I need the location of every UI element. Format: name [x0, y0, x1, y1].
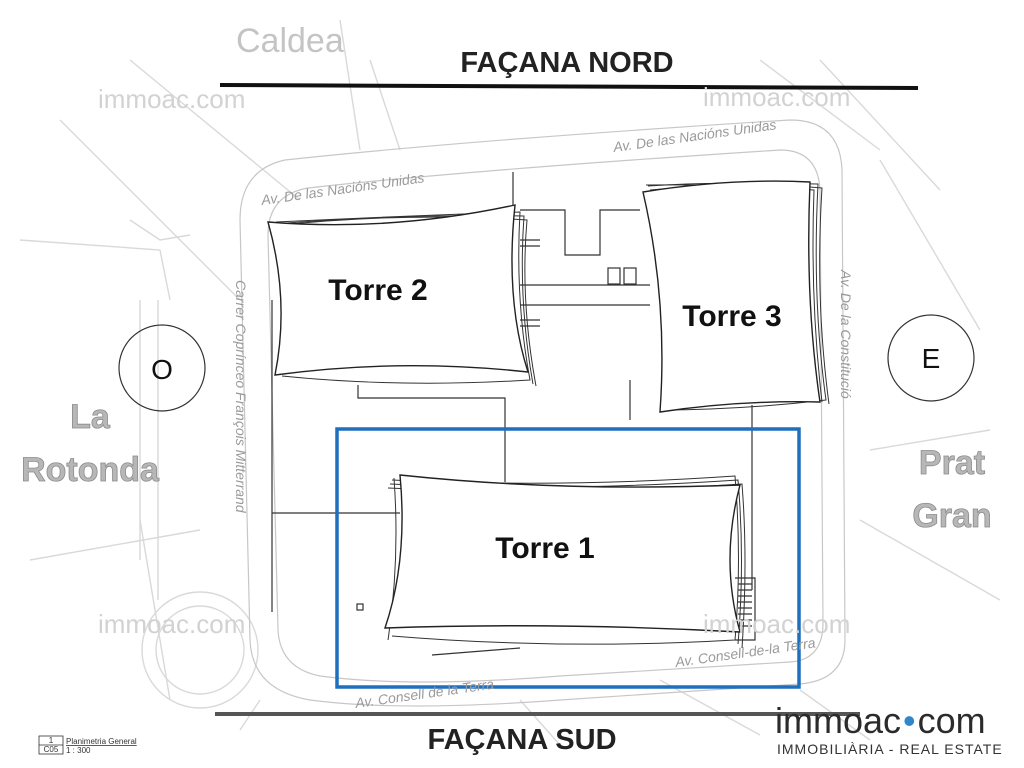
watermark-top-right: immoac.com — [703, 82, 850, 112]
selection-highlight — [335, 427, 801, 689]
legend-sheet: C05 — [44, 745, 59, 754]
watermark-bottom-left: immoac.com — [98, 609, 245, 639]
legend-number: 1 — [49, 736, 54, 745]
compass-east-label: E — [922, 343, 941, 374]
compass-west: O — [118, 324, 206, 412]
tower-3-footprint — [642, 180, 830, 413]
tower-2-label: Torre 2 — [328, 274, 427, 307]
street-north-2: Av. De las Nacións Unidas — [611, 116, 777, 155]
district-north: Caldea — [236, 22, 344, 60]
logo-text: immoac•com — [775, 700, 986, 741]
district-west-line1: La — [70, 398, 111, 436]
north-facade-line — [219, 83, 919, 90]
legend-title: Planimetria General — [66, 737, 137, 746]
logo-tagline: IMMOBILIÀRIA - REAL ESTATE — [777, 741, 1003, 757]
immoac-logo: immoac•com IMMOBILIÀRIA - REAL ESTATE — [775, 700, 1003, 757]
street-west: Carrer Coprínceo François Mitterrand — [233, 280, 249, 514]
compass-west-label: O — [151, 354, 173, 385]
drawing-legend: 1 C05 Planimetria General 1 : 300 — [38, 735, 137, 755]
tower-1-footprint — [384, 474, 746, 649]
north-facade-label: FAÇANA NORD — [460, 47, 673, 79]
south-facade-label: FAÇANA SUD — [427, 724, 616, 756]
district-east-line2: Gran — [912, 497, 991, 535]
base-map — [19, 19, 1001, 746]
street-north-1: Av. De las Nacións Unidas — [259, 169, 425, 208]
watermark-top-left: immoac.com — [98, 84, 245, 114]
tower-2-footprint — [267, 204, 537, 387]
legend-scale: 1 : 300 — [66, 746, 91, 755]
watermark-bottom-right: immoac.com — [703, 609, 850, 639]
street-east: Av. De la Constitució — [838, 269, 854, 399]
compass-east: E — [887, 314, 975, 402]
plot-lines — [271, 172, 756, 656]
tower-3-label: Torre 3 — [682, 300, 781, 333]
tower-1-label: Torre 1 — [495, 532, 594, 565]
district-east-line1: Prat — [919, 444, 985, 482]
district-west-line2: Rotonda — [21, 451, 160, 489]
